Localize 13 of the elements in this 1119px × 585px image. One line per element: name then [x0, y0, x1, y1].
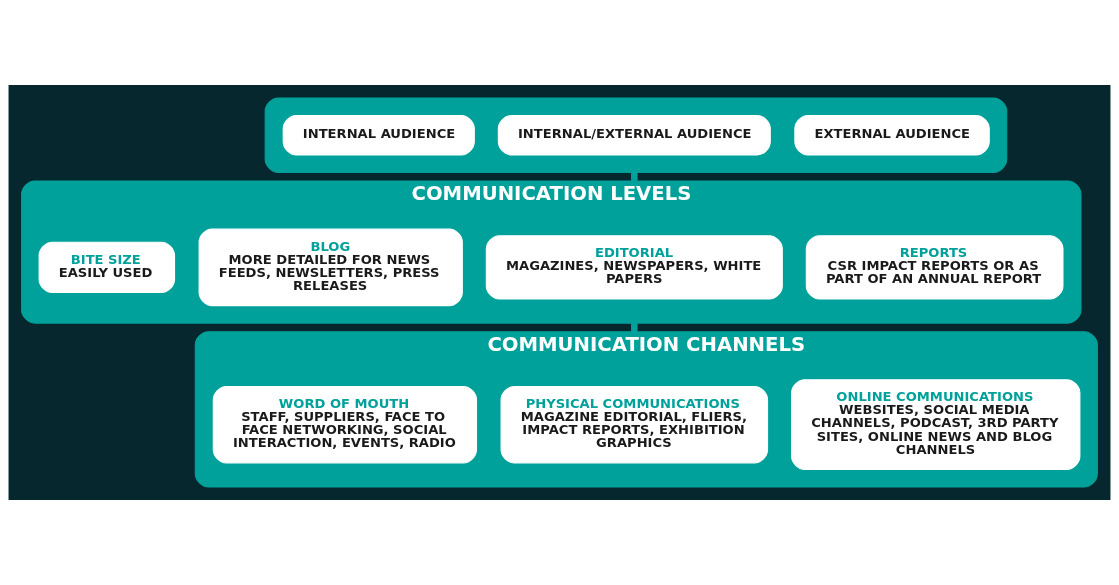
cluster [264, 97, 1008, 173]
node-box: BLOG MORE DETAILED FOR NEWS FEEDS, NEWSLETTERS, PRESS RELEASES [198, 228, 463, 307]
node-box: ONLINE COMMUNICATIONS WEBSITES, SOCIAL MEDIA CHANNELS, PODCAST, 3RD PARTY SITES, ONLINE NEWS AND BLOG CHANNELS [791, 379, 1081, 470]
connector [631, 172, 638, 182]
node-box: BITE SIZE EASILY USED [38, 241, 176, 294]
node-box: REPORTS CSR IMPACT REPORTS OR AS PART OF AN ANNUAL REPORT [805, 235, 1064, 300]
node-box: EXTERNAL AUDIENCE [794, 115, 990, 156]
node-box: WORD OF MOUTH STAFF, SUPPLIERS, FACE TO FACE NETWORKING, SOCIAL INTERACTION, EVENTS, RADIO [212, 385, 478, 464]
connector [631, 323, 638, 332]
node-box: PHYSICAL COMMUNICATIONS MAGAZINE EDITORIAL, FLIERS, IMPACT REPORTS, EXHIBITION GRAPHICS [500, 385, 769, 464]
node-box: INTERNAL AUDIENCE [282, 115, 475, 156]
node-box: INTERNAL/EXTERNAL AUDIENCE [497, 115, 771, 156]
node-box: EDITORIAL MAGAZINES, NEWSPAPERS, WHITE PAPERS [485, 235, 783, 300]
